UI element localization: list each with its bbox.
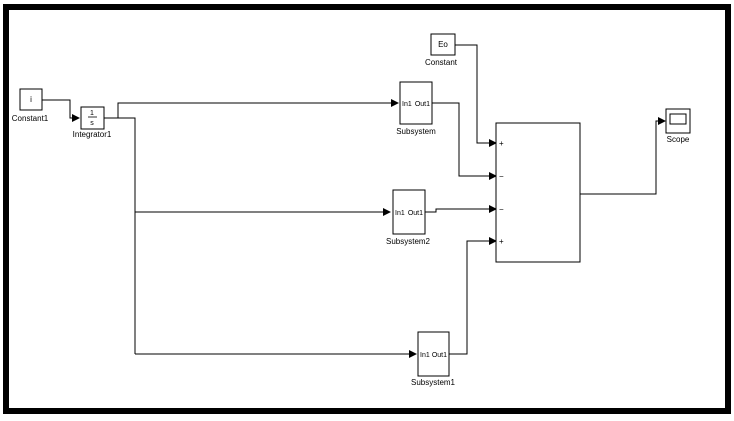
line-constant1-to-integrator[interactable] xyxy=(42,99,80,122)
constant1-block[interactable]: i Constant1 xyxy=(12,88,49,123)
model-canvas-frame xyxy=(3,4,731,414)
integrator1-denominator: s xyxy=(90,120,94,127)
subsystem1-in-port: In1 xyxy=(420,352,430,359)
subsystem1-label: Subsystem1 xyxy=(411,378,456,387)
line-sum-to-scope[interactable] xyxy=(580,117,666,195)
line-subsystem-to-sum[interactable] xyxy=(432,102,497,180)
sum-sign-3: − xyxy=(499,205,504,214)
subsystem2-in-port: In1 xyxy=(395,210,405,217)
sum-block[interactable]: + − − + xyxy=(495,122,581,263)
line-subsystem2-to-sum[interactable] xyxy=(425,205,497,213)
scope-label: Scope xyxy=(667,135,690,144)
integrator1-block[interactable]: 1 s Integrator1 xyxy=(73,106,112,139)
subsystem1-out-port: Out1 xyxy=(432,352,447,359)
subsystem2-label: Subsystem2 xyxy=(386,237,431,246)
signal-lines xyxy=(42,44,666,358)
constant1-label: Constant1 xyxy=(12,114,49,123)
subsystem-label: Subsystem xyxy=(396,127,436,136)
sum-sign-1: + xyxy=(499,139,504,148)
sum-sign-2: − xyxy=(499,172,504,181)
subsystem-in-port: In1 xyxy=(402,101,412,108)
line-integrator-to-subsystem[interactable] xyxy=(104,99,399,119)
subsystem2-block[interactable]: In1 Out1 Subsystem2 xyxy=(386,189,431,246)
constant-label: Constant xyxy=(425,58,458,67)
line-constant-to-sum[interactable] xyxy=(455,44,497,147)
constant-value: Eo xyxy=(438,40,448,49)
line-subsystem1-to-sum[interactable] xyxy=(449,237,497,355)
integrator1-numerator: 1 xyxy=(90,110,94,117)
constant-block[interactable]: Eo Constant xyxy=(425,33,458,67)
subsystem-block[interactable]: In1 Out1 Subsystem xyxy=(396,81,436,136)
line-integrator-branch-vertical[interactable] xyxy=(118,117,136,354)
constant1-value: i xyxy=(30,95,32,104)
subsystem1-block[interactable]: In1 Out1 Subsystem1 xyxy=(411,331,456,387)
sum-sign-4: + xyxy=(499,237,504,246)
scope-screen-icon xyxy=(669,113,687,125)
scope-block[interactable]: Scope xyxy=(665,108,691,144)
subsystem2-out-port: Out1 xyxy=(408,210,423,217)
subsystem-out-port: Out1 xyxy=(415,101,430,108)
integrator1-label: Integrator1 xyxy=(73,130,112,139)
